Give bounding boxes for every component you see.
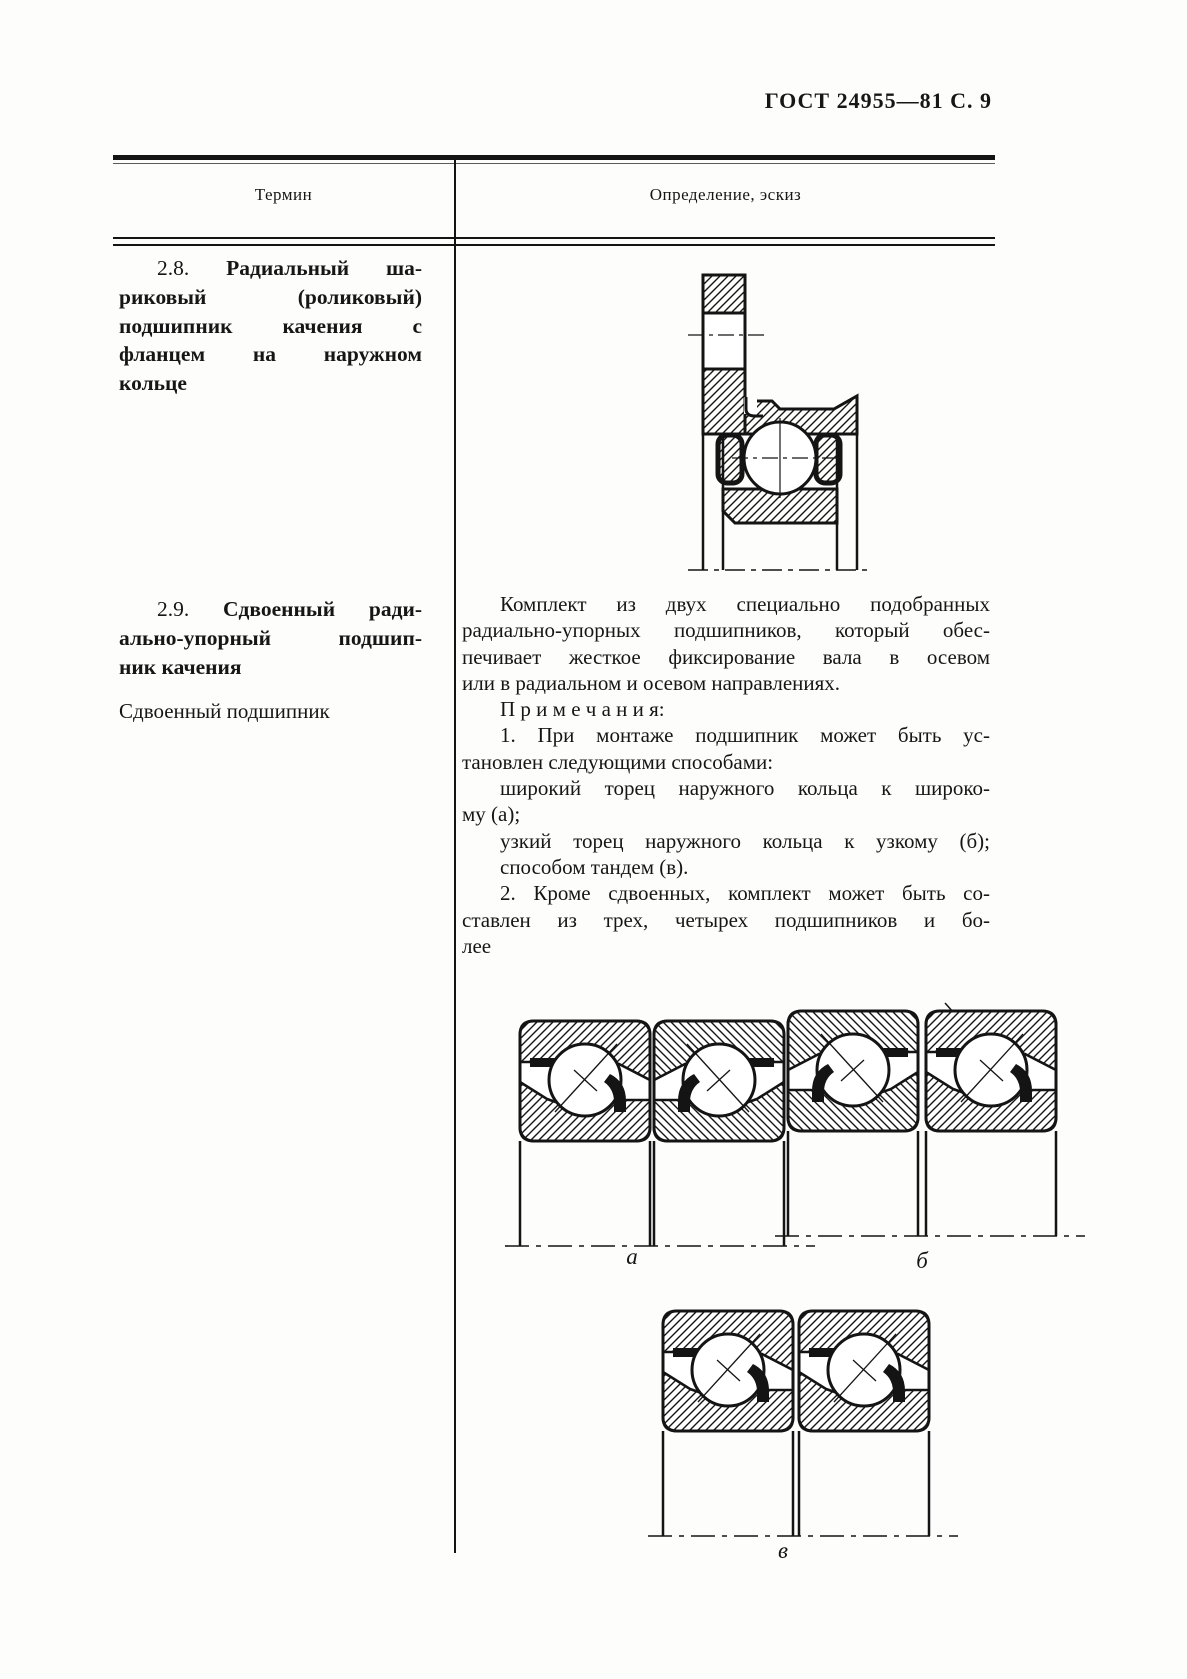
definition-line: 1. При монтаже подшипник может быть ус- xyxy=(500,723,990,748)
definition-line: способом тандем (в). xyxy=(500,854,689,879)
definition-line: Комплект из двух специально подобранных xyxy=(500,592,990,616)
header-separator-line-2 xyxy=(113,244,995,246)
figure-label-b: б xyxy=(916,1248,928,1273)
definition-line: тановлен следующими способами: xyxy=(462,749,774,774)
figure-label-a: а xyxy=(626,1244,638,1269)
definition-line: лее xyxy=(462,933,492,958)
definition-line: радиально-упорных подшипников, который о… xyxy=(462,618,990,643)
header-separator-line-1 xyxy=(113,237,995,239)
term-2-9-line: ник качения xyxy=(119,654,242,679)
definition-line: или в радиальном и осевом направлениях. xyxy=(462,670,841,695)
figure-duplex-pair-a xyxy=(505,1019,815,1248)
page-header: ГОСТ 24955—81 С. 9 xyxy=(764,88,992,113)
term-2-9: 2.9. Сдвоенный ради- ально-упорный подши… xyxy=(119,595,422,681)
definition-note-heading: П р и м е ч а н и я: xyxy=(500,697,665,722)
term-2-8: 2.8. Радиальный ша- риковый (роликовый) … xyxy=(119,254,422,398)
definition-line: 2. Кроме сдвоенных, комплект может быть … xyxy=(500,881,990,906)
term-2-8-number: 2.8. xyxy=(157,256,190,280)
term-2-9-line: 2.9. Сдвоенный ради- xyxy=(119,595,422,624)
column-divider xyxy=(454,155,456,1553)
figure-duplex-pair-b xyxy=(775,1002,1085,1238)
term-2-8-line: подшипник качения с xyxy=(119,313,422,338)
term-2-8-line: кольце xyxy=(119,371,187,396)
definition-line: ставлен из трех, четырех подшипников и б… xyxy=(462,907,990,932)
column-header-term: Термин xyxy=(254,185,313,204)
term-2-9-synonym: Сдвоенный подшипник xyxy=(119,699,330,723)
term-2-8-text: Радиальный ша- xyxy=(226,256,423,280)
table-top-rule xyxy=(113,155,995,160)
definition-line: печивает жесткое фиксирование вала в осе… xyxy=(462,644,990,669)
definition-line: узкий торец наружного кольца к узкому (б… xyxy=(500,828,990,853)
figure-duplex-pair-v xyxy=(648,1309,958,1538)
definition-line: широкий торец наружного кольца к широко- xyxy=(500,776,990,801)
figure-label-v: в xyxy=(778,1538,788,1563)
figure-bearing-flange-cross-section xyxy=(688,273,868,571)
term-2-9-number: 2.9. xyxy=(157,597,190,621)
definition-line: му (а); xyxy=(462,802,521,827)
table-top-rule-thin xyxy=(113,163,995,164)
term-2-9-text: Сдвоенный ради- xyxy=(223,597,422,621)
column-header-definition: Определение, эскиз xyxy=(649,185,802,204)
term-2-8-line: 2.8. Радиальный ша- xyxy=(119,254,422,283)
definition-2-9: Комплект из двух специально подобранных … xyxy=(462,591,990,959)
term-2-8-line: риковый (роликовый) xyxy=(119,284,422,309)
term-2-8-line: фланцем на наружном xyxy=(119,342,422,367)
term-2-9-line: ально-упорный подшип- xyxy=(119,625,422,650)
